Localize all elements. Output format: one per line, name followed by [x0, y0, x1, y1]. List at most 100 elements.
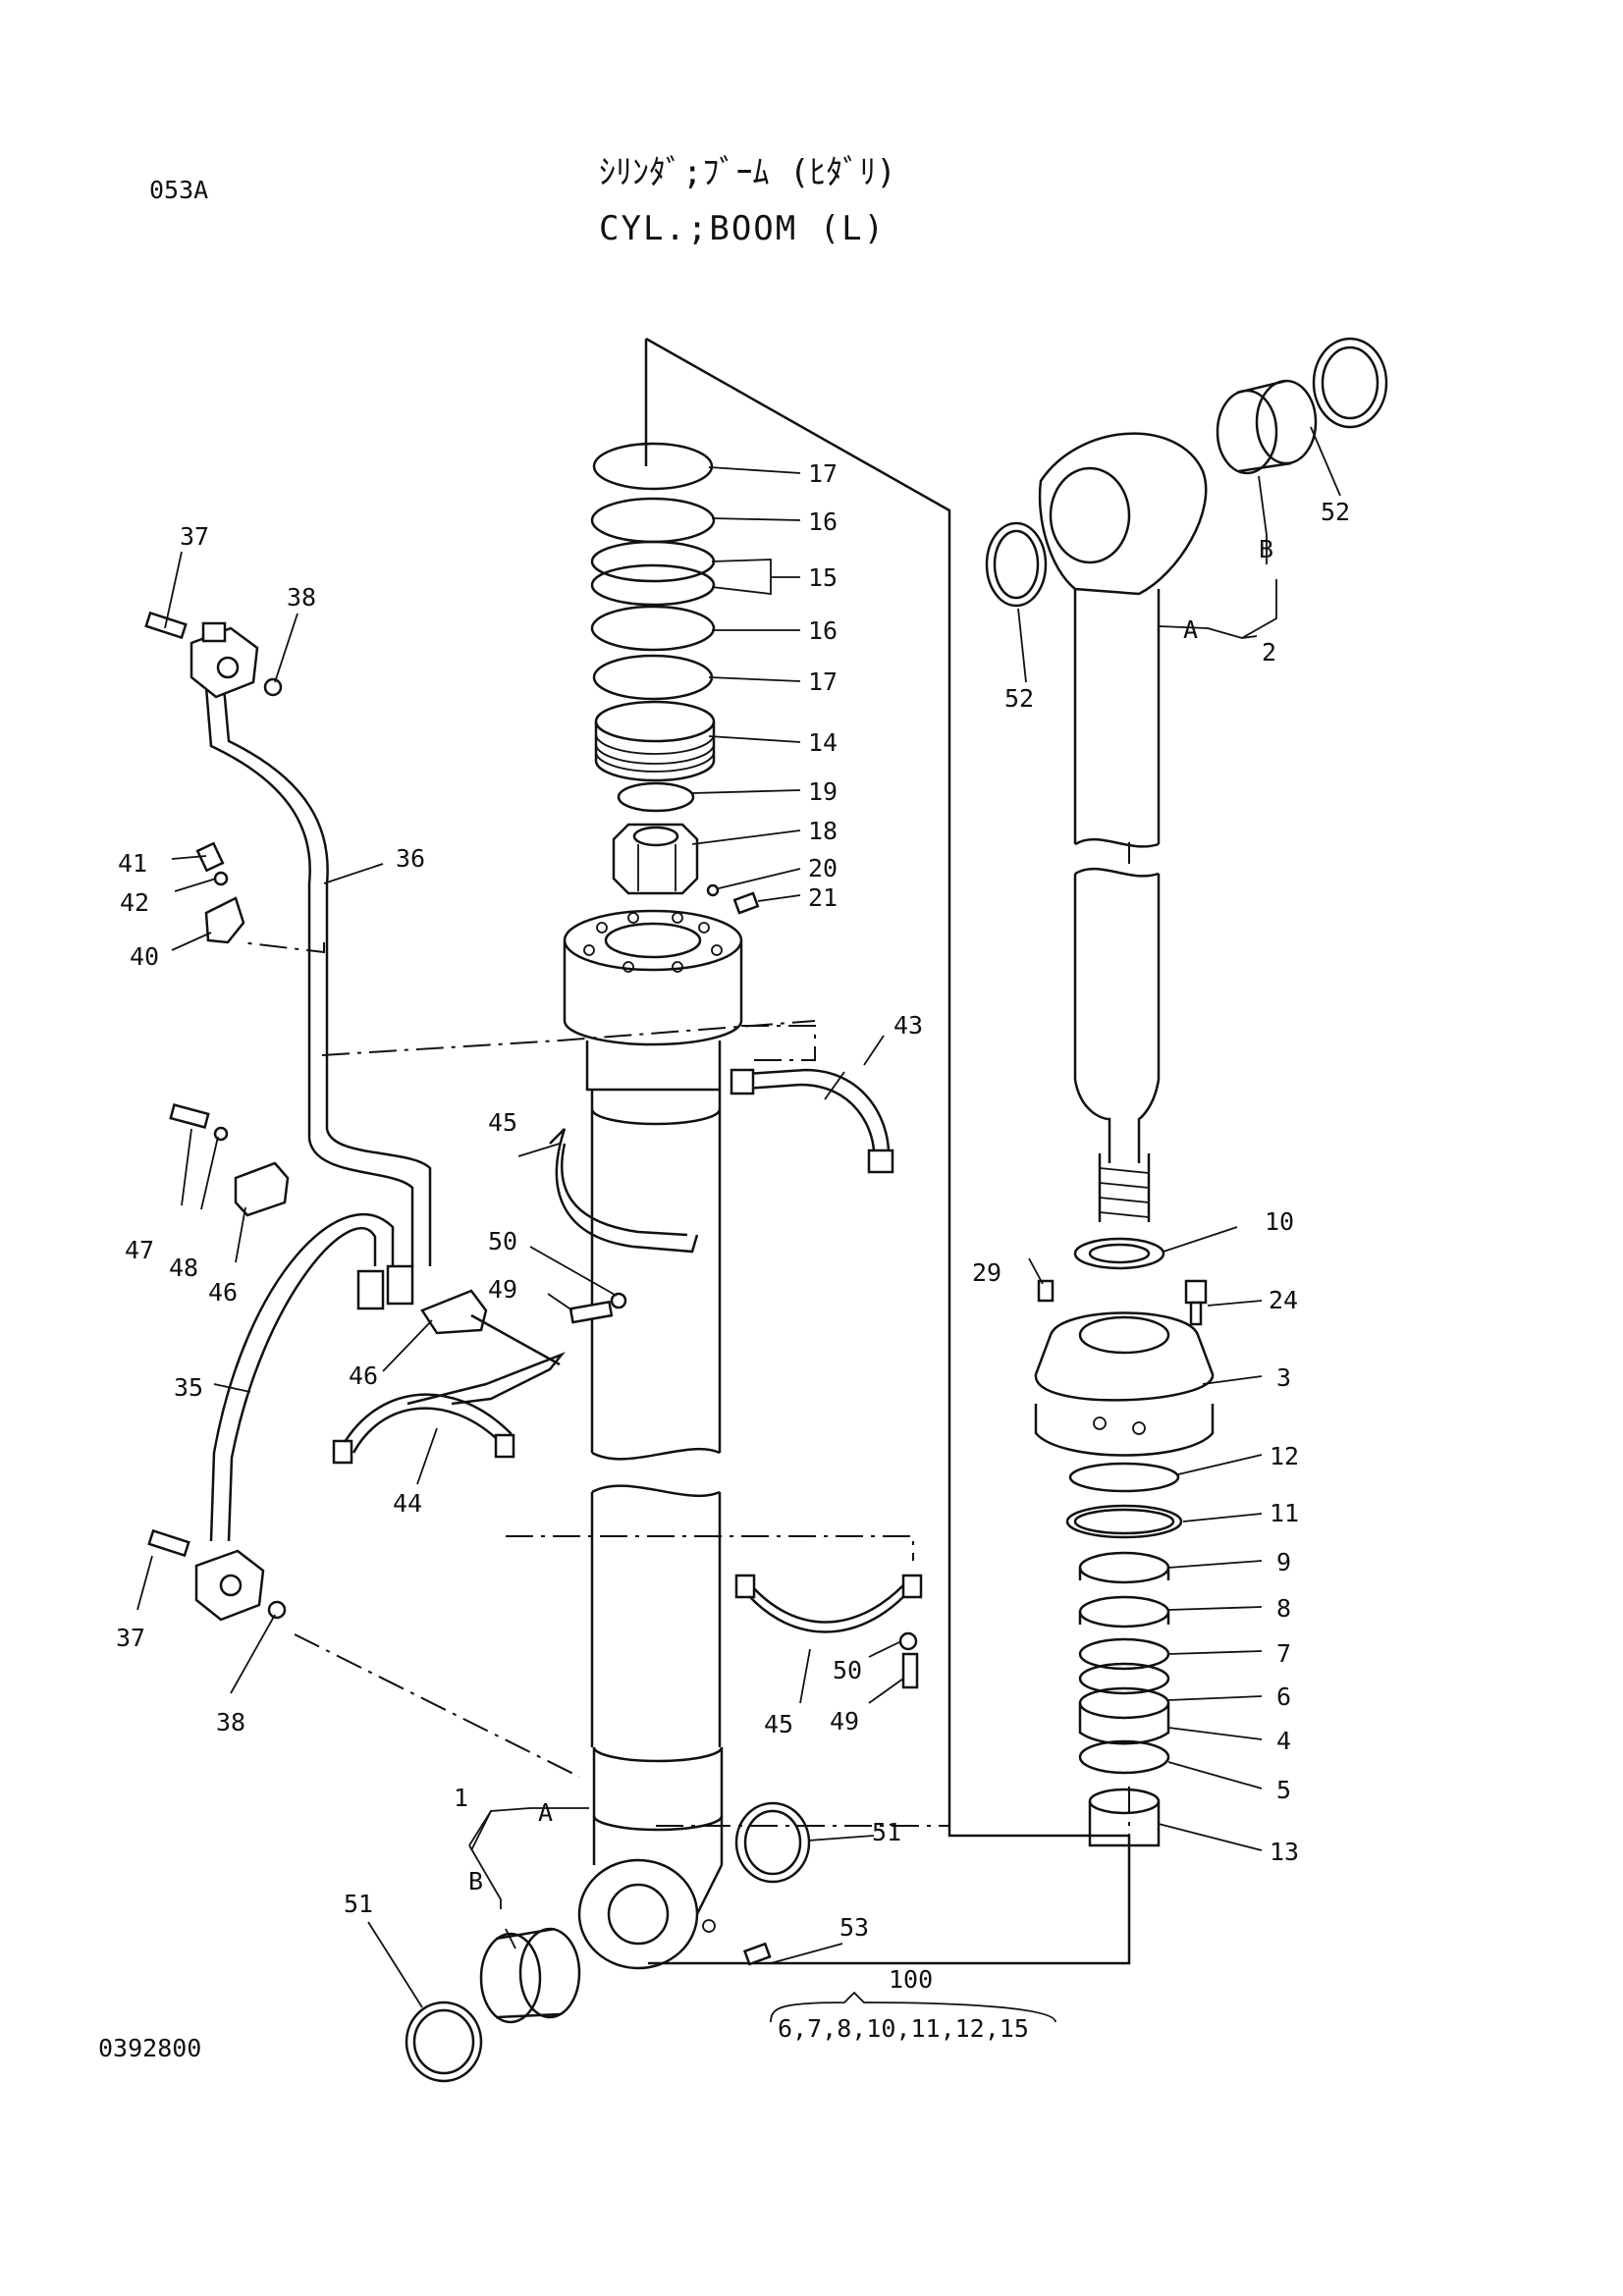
- label-8: 8: [1276, 1594, 1291, 1623]
- steel-ball: [706, 883, 720, 897]
- drawing-number: 0392800: [98, 2034, 201, 2062]
- label-35: 35: [174, 1373, 203, 1402]
- label-a-top: A: [1183, 615, 1198, 644]
- cushion-ring: [617, 781, 695, 813]
- leader-lines: [136, 426, 1341, 2023]
- bolt-41: [195, 841, 225, 873]
- label-2: 2: [1262, 638, 1276, 667]
- label-17-lower: 17: [808, 667, 838, 696]
- label-100: 100: [889, 1965, 933, 1994]
- bolt-49-upper: [568, 1300, 614, 1324]
- label-4: 4: [1276, 1727, 1291, 1755]
- washer-50-lower: [898, 1631, 918, 1651]
- label-45-lower: 45: [764, 1710, 793, 1738]
- label-37-upper: 37: [180, 522, 209, 551]
- set-screw: [732, 891, 760, 915]
- label-21: 21: [808, 883, 838, 912]
- seal-kit-list: 6,7,8,10,11,12,15: [778, 2014, 1029, 2043]
- bolt-47: [169, 1103, 210, 1129]
- label-43: 43: [893, 1011, 923, 1040]
- label-36: 36: [396, 844, 425, 873]
- label-5: 5: [1276, 1776, 1291, 1804]
- label-38-upper: 38: [287, 583, 316, 612]
- band-45-upper: [549, 1128, 699, 1254]
- label-20: 20: [808, 854, 838, 882]
- grease-fitting-head: [1037, 1279, 1055, 1303]
- label-17-upper: 17: [808, 459, 838, 488]
- label-46-lower: 46: [349, 1362, 378, 1390]
- piston-nut: [612, 823, 699, 895]
- label-50-lower: 50: [833, 1656, 862, 1684]
- label-b-bottom: B: [468, 1867, 483, 1896]
- washer-42: [213, 871, 229, 886]
- label-6: 6: [1276, 1682, 1291, 1711]
- label-19: 19: [808, 777, 838, 806]
- dust-seal-upper-right: [1312, 337, 1388, 429]
- label-46-upper: 46: [208, 1278, 238, 1307]
- title-english: CYL.;BOOM (L): [599, 209, 886, 248]
- label-1: 1: [454, 1784, 468, 1812]
- label-51-left: 51: [344, 1890, 373, 1918]
- seal-stack: [590, 442, 716, 701]
- label-10: 10: [1265, 1207, 1294, 1236]
- label-53: 53: [839, 1913, 869, 1942]
- label-49-upper: 49: [488, 1275, 517, 1304]
- label-11: 11: [1270, 1499, 1299, 1527]
- label-50-upper: 50: [488, 1227, 517, 1255]
- label-45-upper: 45: [488, 1108, 517, 1137]
- cylinder-head-flange: [563, 909, 743, 1046]
- right-seal-stack: [1034, 1237, 1215, 1847]
- label-41: 41: [118, 849, 147, 878]
- band-43: [730, 1068, 894, 1174]
- piston-rod: [1038, 432, 1208, 1222]
- o-ring-38-upper: [263, 677, 283, 697]
- label-13: 13: [1270, 1838, 1299, 1866]
- label-14: 14: [808, 728, 838, 757]
- title-japanese: ｼﾘﾝﾀﾞ;ﾌﾞｰﾑ (ﾋﾀﾞﾘ): [599, 153, 896, 192]
- band-45-lower: [734, 1574, 923, 1633]
- callout-labels: 17 16 15 16 17 14 19 18 20 21 52 52 B A …: [116, 459, 1350, 2043]
- flange-lower: [194, 1549, 265, 1622]
- label-b-top: B: [1259, 535, 1273, 563]
- clamp-40: [204, 896, 245, 944]
- label-16-upper: 16: [808, 507, 838, 536]
- bolt-37-lower: [147, 1528, 190, 1558]
- label-18: 18: [808, 817, 838, 845]
- label-3: 3: [1276, 1363, 1291, 1392]
- clamp-46-upper: [234, 1161, 290, 1217]
- page-code: 053A: [149, 176, 208, 204]
- flange-upper: [189, 621, 259, 699]
- label-49-lower: 49: [830, 1707, 859, 1735]
- bolt-49-lower: [901, 1652, 919, 1689]
- label-51-right: 51: [872, 1818, 901, 1846]
- label-48: 48: [169, 1254, 198, 1282]
- dust-seal-lower-right: [734, 1801, 811, 1884]
- label-40: 40: [130, 942, 159, 971]
- clamp-46-lower: [420, 1289, 561, 1366]
- label-29: 29: [972, 1258, 1001, 1287]
- washer-48: [213, 1126, 229, 1142]
- label-47: 47: [125, 1236, 154, 1264]
- piston: [594, 700, 716, 782]
- label-24: 24: [1269, 1286, 1298, 1314]
- label-52-right: 52: [1321, 498, 1350, 526]
- label-37-lower: 37: [116, 1624, 145, 1652]
- label-42: 42: [120, 888, 149, 917]
- cylinder-tube-upper: [585, 1041, 722, 1461]
- label-7: 7: [1276, 1639, 1291, 1668]
- label-15: 15: [808, 563, 838, 592]
- label-16-lower: 16: [808, 616, 838, 645]
- pipe-lower: [209, 1213, 395, 1542]
- washer-50-upper: [610, 1292, 627, 1309]
- label-44: 44: [393, 1489, 422, 1518]
- pipe-fittings: [356, 1264, 414, 1310]
- cylinder-tube-lower: [577, 1484, 724, 1970]
- label-52-left: 52: [1004, 684, 1034, 713]
- grease-fitting: [742, 1942, 772, 1966]
- bushing-upper: [1216, 379, 1318, 475]
- label-12: 12: [1270, 1442, 1299, 1470]
- label-9: 9: [1276, 1548, 1291, 1576]
- socket-bolt: [1184, 1279, 1208, 1326]
- o-ring-38-lower: [267, 1600, 287, 1620]
